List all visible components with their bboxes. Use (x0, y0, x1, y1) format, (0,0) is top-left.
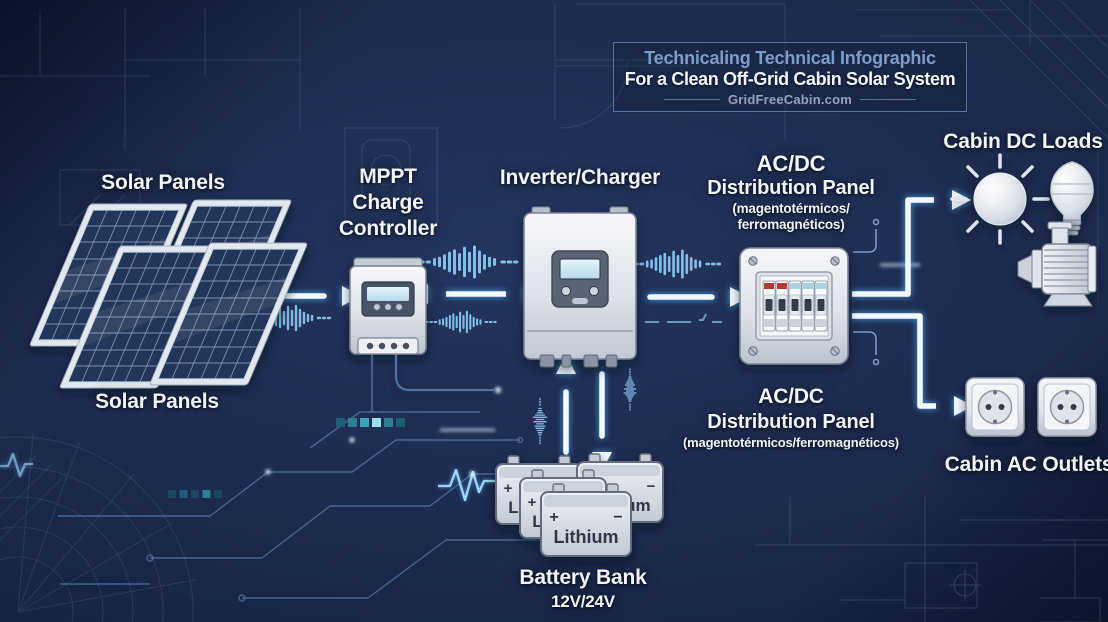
website-row: GridFreeCabin.com (614, 92, 966, 107)
breaker-panel-icon (739, 247, 849, 365)
waveform-icon (623, 368, 637, 411)
arrow-panel-to-dc-loads (852, 190, 971, 297)
outlet-icon (965, 377, 1025, 437)
battery-voltage-label: 12V/24V (551, 592, 615, 611)
dash-line (663, 99, 720, 100)
distribution-bottom-line2: Distribution Panel (707, 411, 875, 433)
svg-text:+: + (504, 480, 513, 497)
cabin-ac-outlets-label: Cabin AC Outlets (944, 453, 1108, 476)
solar-array-icon (28, 199, 309, 389)
distribution-bottom-line1: AC/DC (758, 385, 824, 408)
title-box: Technicaling Technical Infographic For a… (613, 42, 967, 112)
distribution-top-label: AC/DC Distribution Panel (magentotérmico… (707, 151, 875, 233)
mppt-label-line3: Controller (338, 217, 438, 240)
pump-icon (1017, 221, 1097, 307)
blueprint-floorplan-decoration (0, 0, 1108, 541)
mppt-label-line2: Charge (352, 191, 424, 214)
waveform-icon (425, 310, 497, 334)
title-line-1: Technicaling Technical Infographic (644, 48, 936, 68)
svg-text:+: + (549, 509, 558, 526)
dash-line (860, 99, 917, 100)
dash-decoration (645, 313, 722, 323)
distribution-top-line2: Distribution Panel (707, 177, 875, 199)
inverter-icon (523, 206, 637, 368)
svg-text:−: − (613, 509, 622, 526)
distribution-bottom-line3: (magentotérmicos/ferromagnéticos) (683, 435, 899, 450)
inverter-label: Inverter/Charger (499, 166, 661, 189)
waveform-icon (532, 397, 548, 445)
title-line-2: For a Clean Off-Grid Cabin Solar System (624, 69, 956, 89)
distribution-top-line3: (magentotérmicos/ (732, 201, 850, 216)
svg-text:−: − (647, 478, 656, 495)
solar-panels-bottom-label: Solar Panels (95, 390, 219, 413)
arrow-inverter-to-panel (647, 287, 749, 307)
waveform-icon (628, 249, 722, 279)
mppt-label: MPPT Charge Controller (338, 164, 438, 242)
blueprint-bottom-right-decoration (755, 497, 1108, 622)
svg-text:Lithium: Lithium (554, 527, 619, 547)
glow-dots-decoration (265, 263, 920, 477)
battery-icon: + − Lithium (540, 483, 632, 557)
solar-panels-top-label: Solar Panels (101, 171, 225, 194)
mppt-label-line1: MPPT (359, 165, 417, 188)
battery-bank-title: Battery Bank (519, 566, 647, 589)
distribution-top-line4: ferromagnéticos) (737, 217, 845, 232)
distribution-top-line1: AC/DC (756, 151, 826, 176)
light-icon (950, 153, 1050, 245)
arrow-panel-to-ac-outlets (852, 313, 973, 416)
ecg-pulse-icon (0, 452, 496, 502)
website-url: GridFreeCabin.com (727, 92, 853, 107)
battery-bank-icon: + − Lithium + − Lithium + − Lithium (495, 453, 664, 557)
circuit-trace-decoration (58, 411, 560, 602)
arrow-inverter-to-battery (592, 371, 612, 471)
distribution-bottom-label: AC/DC Distribution Panel (magentotérmico… (683, 384, 899, 451)
circuit-pad-decoration (168, 418, 405, 498)
circuit-bracket-decoration (853, 218, 880, 366)
cabin-dc-loads-label: Cabin DC Loads (943, 130, 1103, 153)
outlet-icon (1037, 377, 1097, 437)
waveform-icon (413, 245, 519, 279)
protractor-decoration (0, 432, 196, 622)
arrow-mppt-inverter-bidirectional (409, 284, 543, 304)
svg-text:+: + (528, 494, 537, 511)
battery-bank-label: Battery Bank 12V/24V (519, 565, 646, 612)
mppt-controller-icon (349, 257, 494, 412)
arrow-battery-to-inverter (556, 355, 576, 455)
